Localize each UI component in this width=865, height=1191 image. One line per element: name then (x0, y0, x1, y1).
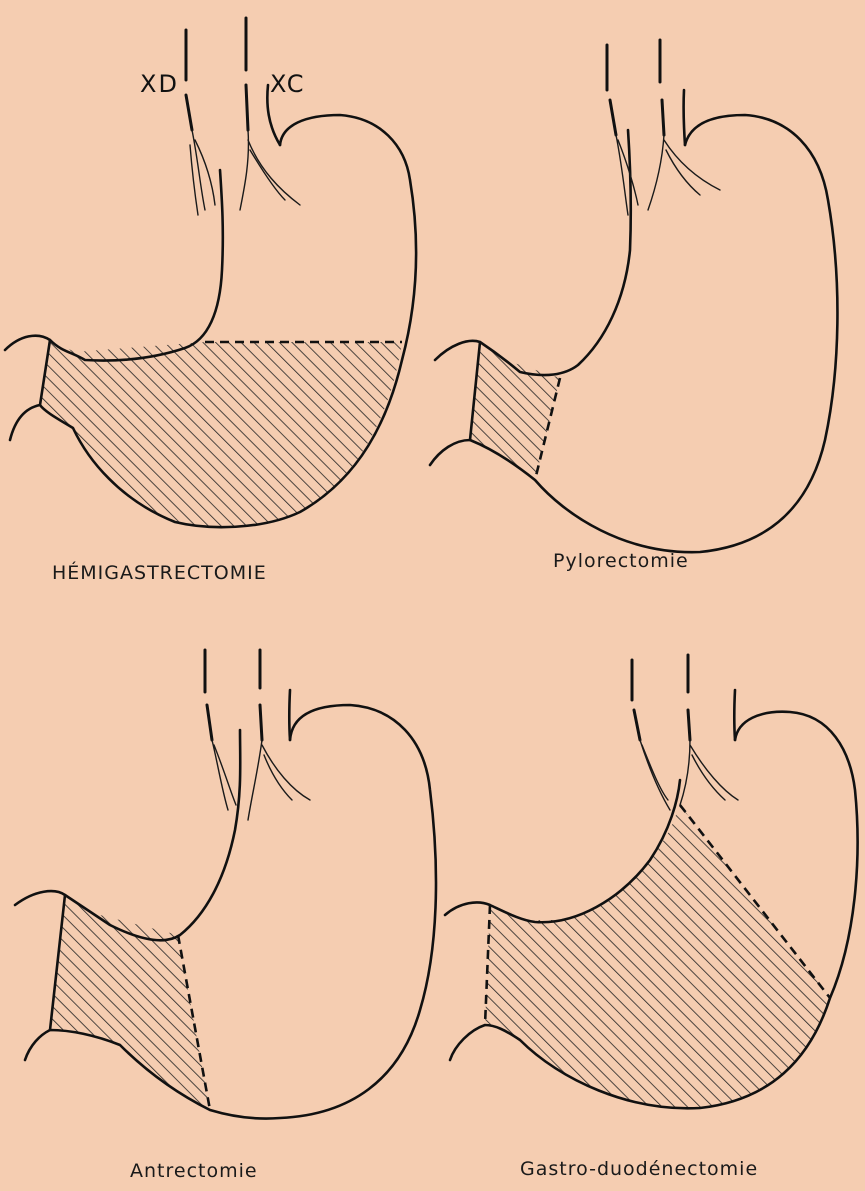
resection-area-pylorectomie (470, 342, 560, 480)
panel-gastro-duodenectomie (445, 655, 858, 1108)
nerve-label-xd: XD (140, 70, 179, 98)
panel-antrectomie (15, 650, 436, 1119)
caption-pylorectomie: Pylorectomie (553, 550, 689, 572)
panel-pylorectomie (430, 40, 837, 552)
caption-antrectomie: Antrectomie (130, 1160, 258, 1182)
caption-gastro-duodenectomie: Gastro-duodénectomie (520, 1158, 758, 1180)
caption-hemigastrectomie: HÉMIGASTRECTOMIE (52, 562, 267, 584)
stomach-outline-hemigastrectomie (5, 170, 223, 361)
resection-area-antrectomie (50, 895, 210, 1110)
resection-area-gastro-duodenectomie (485, 805, 830, 1108)
stomach-outline-pylorectomie (435, 130, 631, 375)
stomach-outline-antrectomie (15, 730, 240, 940)
panel-hemigastrectomie (5, 18, 416, 527)
resection-area-hemigastrectomie (40, 340, 402, 527)
nerve-label-xc: XC (270, 70, 305, 98)
